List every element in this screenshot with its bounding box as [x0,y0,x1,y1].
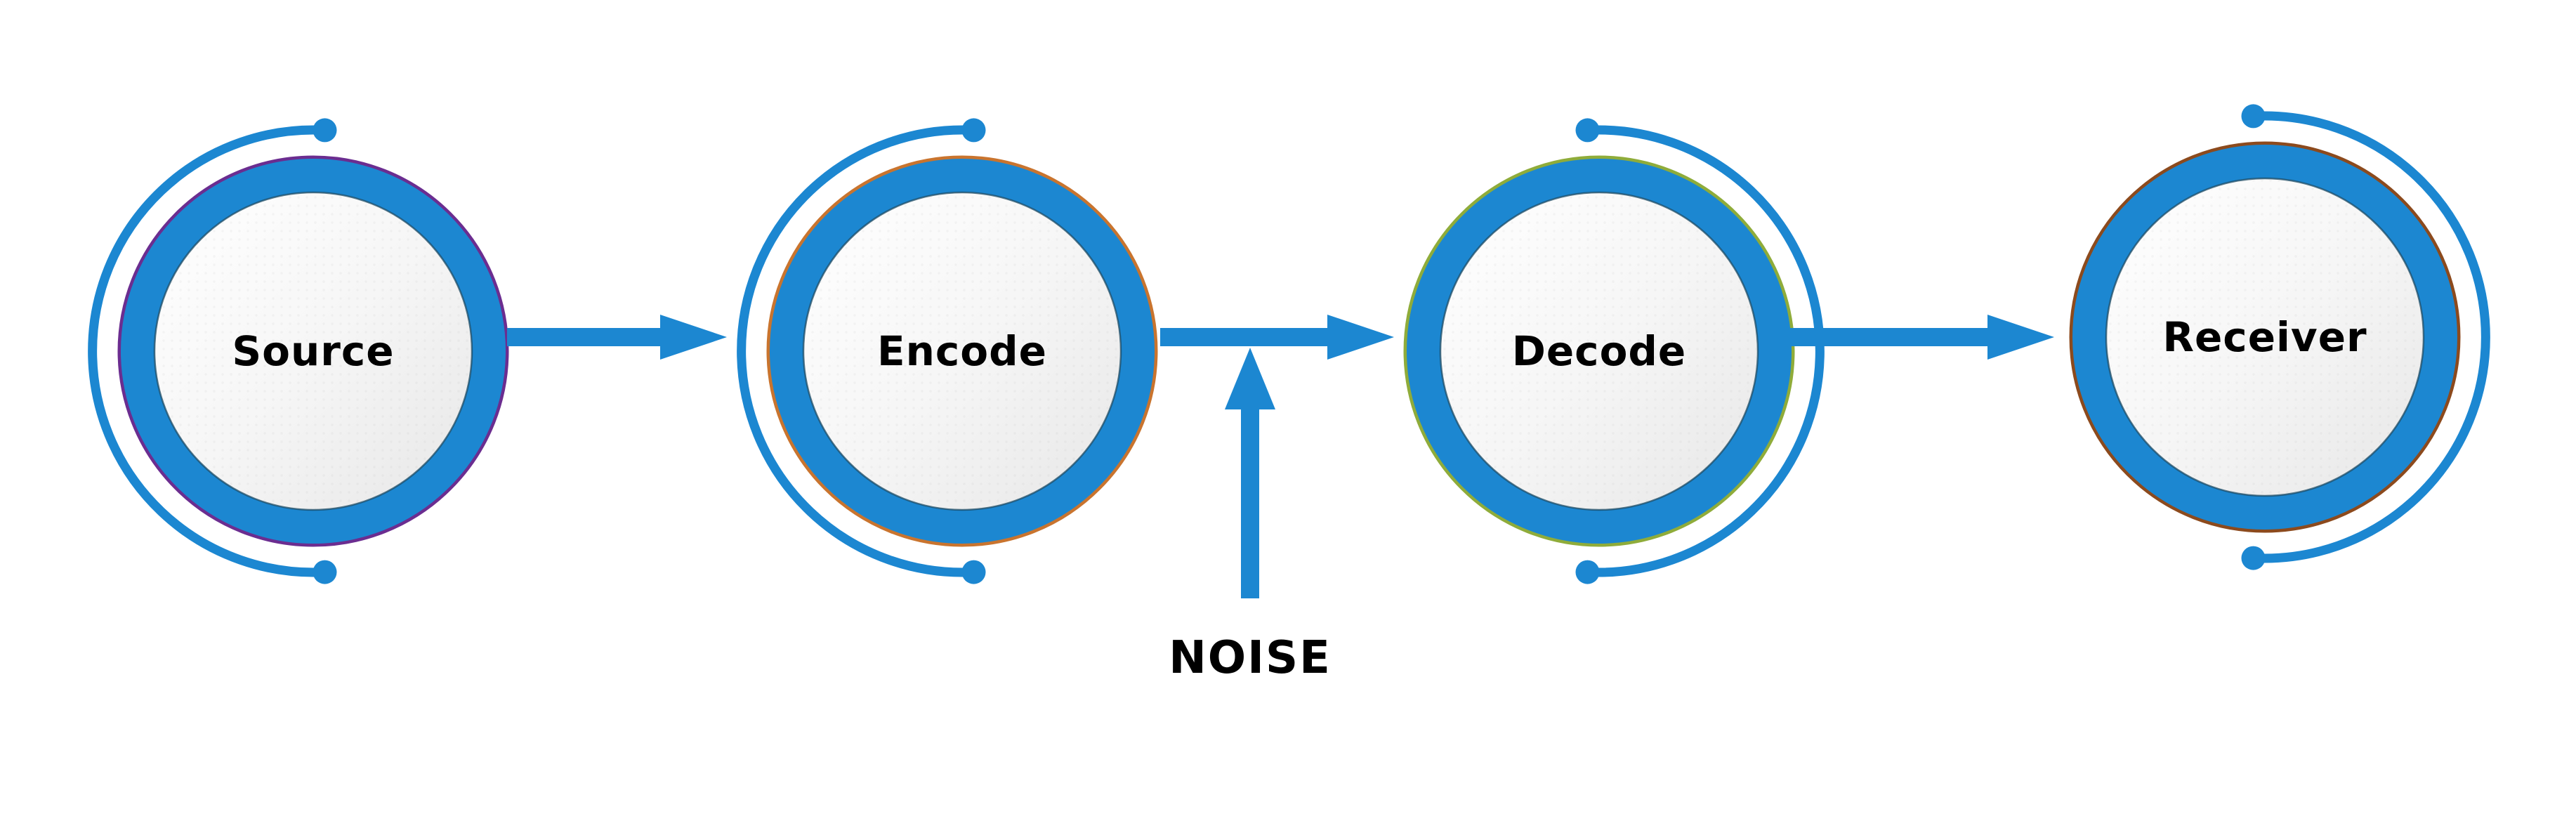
decode-accent-ring [1403,155,1795,547]
source-label: Source [232,327,394,375]
encode-arc-endpoint-dot-top [961,118,986,143]
receiver-arc-endpoint-dot-top [2241,104,2266,129]
encode-label: Encode [877,327,1047,375]
encode-arc-endpoint-dot-bottom [961,560,986,584]
arrow-decode-to-receiver [1790,315,2054,360]
node-encode: Encode [737,118,1158,584]
decode-arc-endpoint-dot-bottom [1575,560,1600,584]
source-arc-endpoint-dot-top [313,118,337,143]
node-source: Source [88,118,509,584]
source-inner-texture [156,194,471,508]
source-orbit-arc [88,125,325,577]
encode-inner-texture [805,194,1119,508]
encode-accent-ring [766,155,1158,547]
decode-arc-endpoint-dot-top [1575,118,1600,143]
decode-inner-texture [1442,194,1756,508]
receiver-accent-ring [2069,141,2461,533]
receiver-inner-texture [2108,180,2422,494]
decode-label: Decode [1512,327,1687,375]
receiver-blue-ring [2072,145,2457,530]
node-decode: Decode [1403,118,1825,584]
decode-blue-ring [1407,159,1792,544]
receiver-arc-endpoint-dot-bottom [2241,546,2266,570]
node-receiver: Receiver [2069,104,2490,570]
source-arc-endpoint-dot-bottom [313,560,337,584]
source-blue-ring [121,159,506,544]
arrow-encode-to-decode [1160,315,1394,360]
encode-orbit-arc [737,125,974,577]
noise-arrow [1225,348,1275,598]
noise-label: NOISE [1169,632,1332,684]
arrow-source-to-encode [507,315,727,360]
source-accent-ring [117,155,509,547]
encode-blue-ring [770,159,1155,544]
receiver-label: Receiver [2162,313,2367,361]
receiver-orbit-arc [2253,111,2490,563]
decode-orbit-arc [1587,125,1825,577]
